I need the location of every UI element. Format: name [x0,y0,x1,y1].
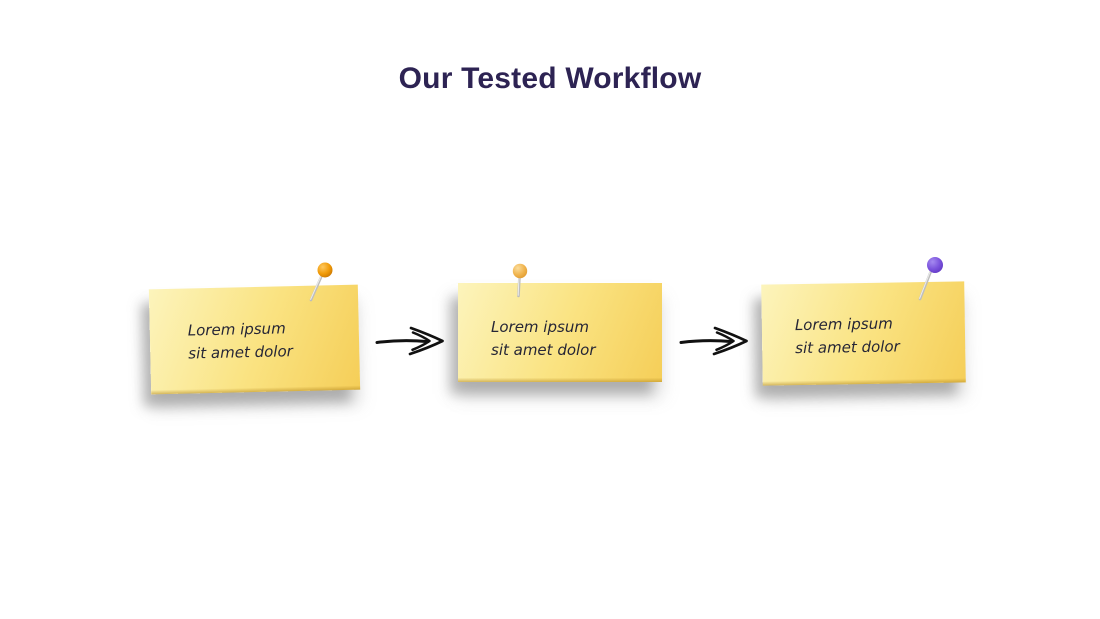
note-3-line-1: Lorem ipsum [794,314,893,335]
note-1-line-2: sit amet dolor [188,342,294,363]
note-1-line-1: Lorem ipsum [187,319,286,340]
note-2-line-2: sit amet dolor [491,341,596,359]
note-3-line-2: sit amet dolor [795,337,900,358]
note-3-text: Lorem ipsum sit amet dolor [795,312,900,360]
page-title: Our Tested Workflow [398,62,702,95]
orange-pushpin-icon [309,262,333,302]
note-2-line-1: Lorem ipsum [491,318,589,336]
note-2-text: Lorem ipsum sit amet dolor [491,316,596,362]
gold-pushpin-icon [512,263,528,298]
arrow-right-icon [375,326,444,356]
arrow-right-icon [679,326,748,356]
sticky-note-2: Lorem ipsum sit amet dolor [458,283,662,382]
note-1-text: Lorem ipsum sit amet dolor [188,317,294,365]
purple-pushpin-icon [918,257,943,301]
